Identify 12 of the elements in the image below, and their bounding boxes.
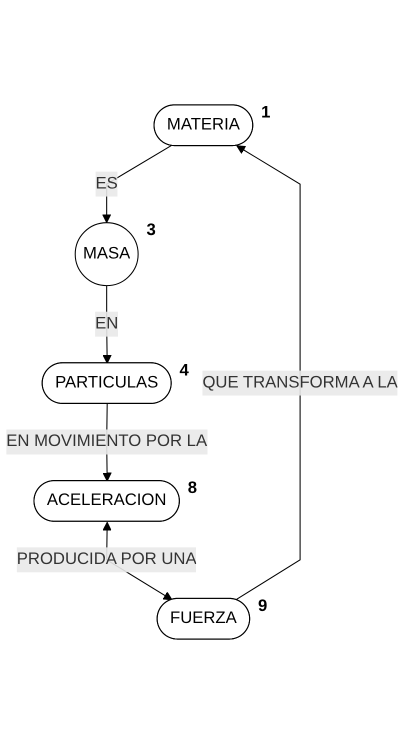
- edge-label: EN: [95, 315, 118, 333]
- callout-number: 4: [180, 360, 189, 380]
- callout-number: 3: [146, 220, 156, 240]
- edge-label: QUE TRANSFORMA A LA: [202, 374, 398, 392]
- node-circle: MASA: [74, 222, 139, 286]
- arrow: [236, 146, 301, 601]
- edge-label: ES: [96, 175, 118, 193]
- callout-number: 8: [188, 478, 197, 498]
- edge-label: PRODUCIDA POR UNA: [16, 550, 197, 569]
- callout-number: 1: [261, 102, 270, 122]
- edge-label: EN MOVIMIENTO POR LA: [6, 432, 208, 451]
- callout-number: 9: [258, 596, 268, 616]
